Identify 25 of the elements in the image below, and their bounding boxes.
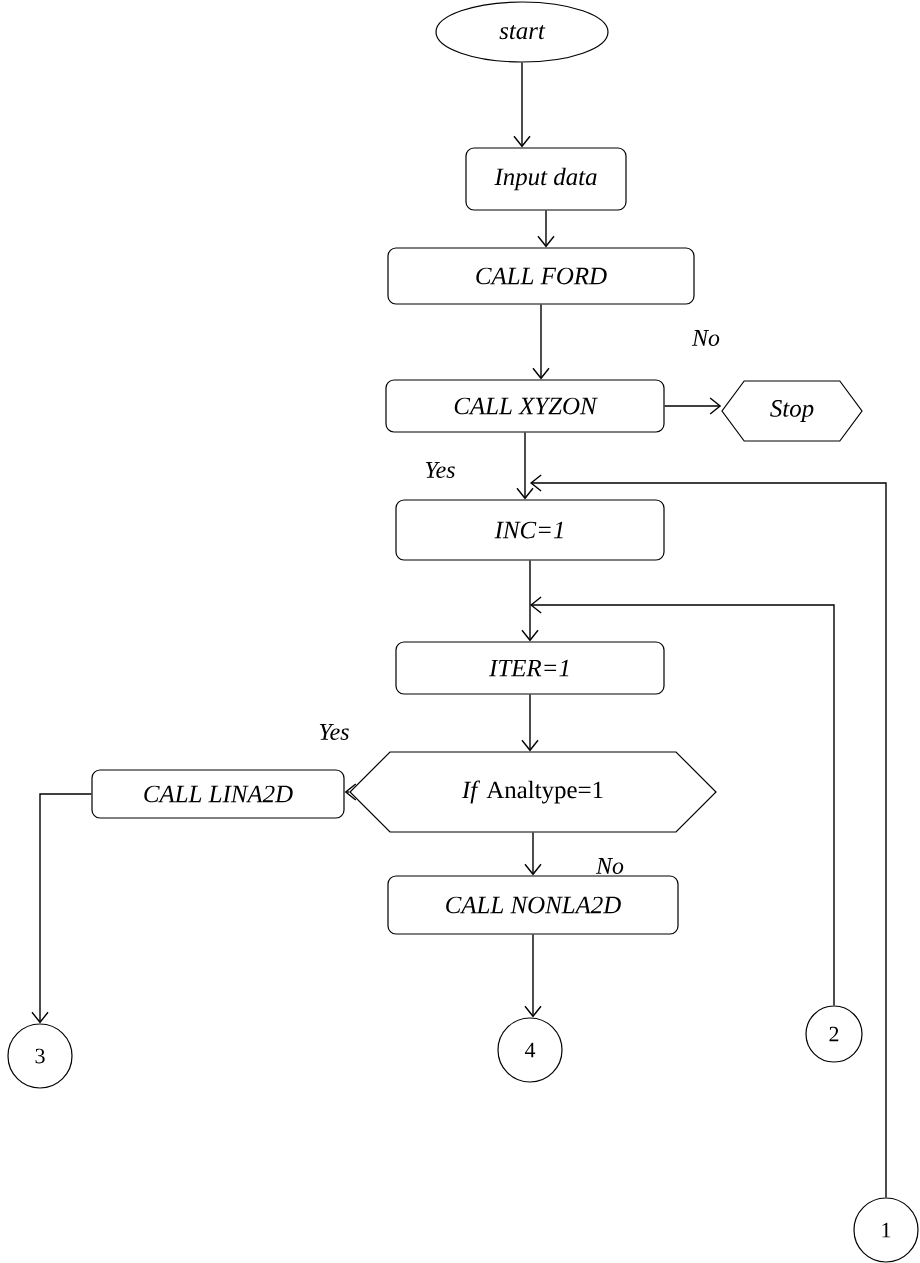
edge-label: No (691, 329, 721, 347)
decision-hexagon: Stop (721, 380, 863, 442)
arrow (516, 431, 534, 500)
edge-label: Yes (317, 723, 351, 741)
process-box: ITER=1 (395, 641, 665, 695)
arrow (530, 596, 835, 1007)
arrow (521, 559, 539, 642)
arrow (663, 397, 722, 415)
decision-hexagon: If Analtype=1 (349, 751, 717, 833)
arrow (532, 303, 550, 380)
process-box: Input data (465, 147, 627, 211)
arrow (513, 61, 531, 148)
arrow (524, 933, 542, 1018)
process-box: INC=1 (395, 499, 665, 561)
process-box: CALL FORD (387, 247, 695, 305)
arrow (530, 474, 887, 1199)
arrow (521, 693, 539, 752)
arrow (524, 831, 542, 876)
process-box: CALL LINA2D (91, 769, 345, 819)
edge-label: Yes (423, 461, 457, 479)
arrow (31, 793, 93, 1024)
edge-label: No (595, 857, 625, 875)
process-box: CALL XYZON (385, 379, 665, 433)
arrow (537, 209, 555, 248)
process-box: CALL NONLA2D (387, 875, 679, 935)
